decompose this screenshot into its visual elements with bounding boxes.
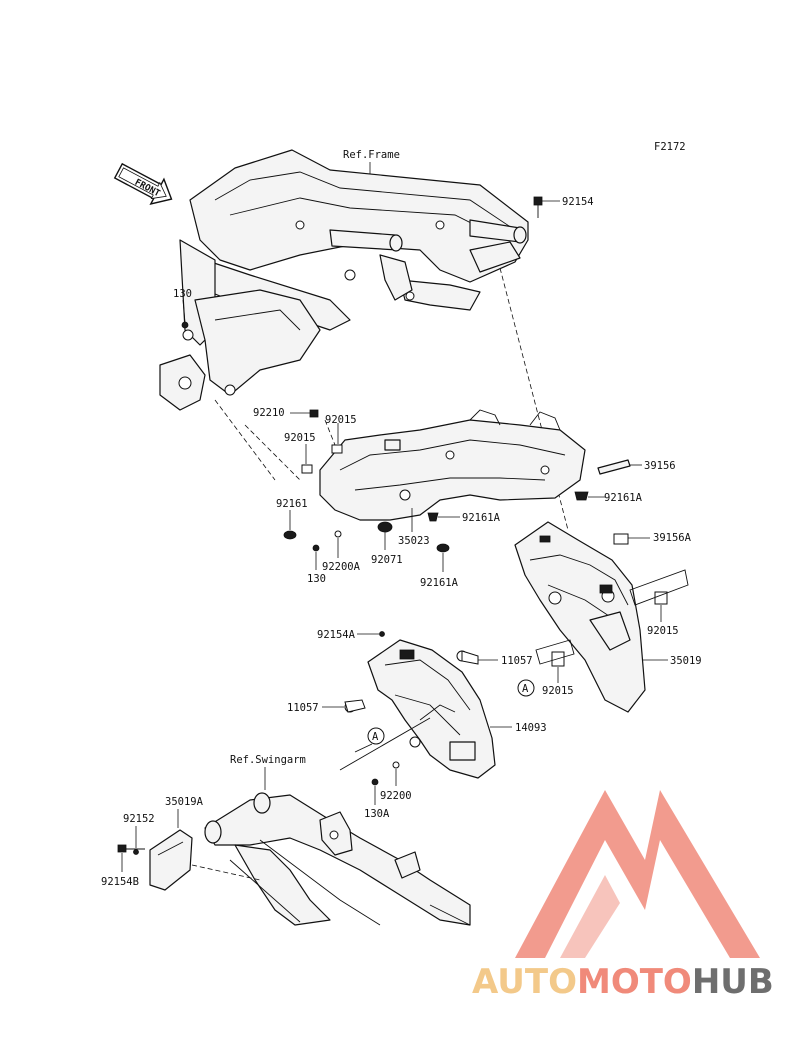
label-92161A-b: 92161A [420, 577, 459, 589]
clip-92161 [283, 530, 297, 540]
logo-text-auto: AUTO [472, 962, 577, 1002]
clip-92161A-b [436, 543, 450, 553]
clip-92161A-c [574, 491, 589, 501]
strip-39156 [597, 459, 631, 475]
bracket-11057-b [344, 699, 366, 713]
label-35023: 35023 [398, 535, 430, 547]
leader-130-top [182, 299, 186, 323]
washer-92200A [334, 530, 342, 538]
grommet-92015-c [654, 591, 668, 605]
washer-92200 [392, 761, 400, 769]
front-arrow-icon: FRONT [113, 162, 173, 205]
bolt-130-bottom [312, 544, 320, 552]
label-92015-b: 92015 [284, 432, 316, 444]
pad-39156A [613, 533, 629, 545]
label-92152: 92152 [123, 813, 155, 825]
clip-92161A-a [427, 512, 439, 522]
automotohub-logo: AUTOMOTOHUB [472, 790, 774, 1002]
label-92161: 92161 [276, 498, 308, 510]
screw-92154A [379, 631, 385, 637]
bolt-92154B [117, 844, 145, 853]
grommet-92015-b [301, 464, 313, 474]
label-130-top: 130 [173, 288, 192, 300]
label-92200A: 92200A [322, 561, 361, 573]
align-line-1 [244, 424, 301, 481]
bolt-130A [371, 778, 379, 786]
label-92071: 92071 [371, 554, 403, 566]
label-11057-b: 11057 [287, 702, 319, 714]
chain-guard-35019A [149, 829, 193, 891]
a-pointer-2 [354, 743, 373, 753]
label-92154A: 92154A [317, 629, 356, 641]
callout-a-right: A [517, 679, 535, 697]
label-92015-c: 92015 [647, 625, 679, 637]
nut-92210 [309, 409, 319, 418]
mudguard-14093 [367, 639, 496, 779]
screw-92152 [133, 849, 139, 855]
label-14093: 14093 [515, 722, 547, 734]
bracket-11057-a [456, 650, 479, 665]
logo-text-moto: MOTO [577, 962, 692, 1002]
align-line-5 [191, 864, 261, 881]
callout-a-left: A [367, 727, 385, 745]
swingarm [204, 792, 471, 926]
label-92161A-a: 92161A [462, 512, 501, 524]
svg-text:AUTOMOTOHUB: AUTOMOTOHUB [472, 962, 774, 1002]
inner-fender-35023 [319, 409, 586, 521]
collar-92071 [377, 521, 393, 533]
align-line-4 [214, 399, 276, 481]
assist-plane [629, 569, 689, 606]
rear-frame [159, 149, 529, 411]
label-92154B: 92154B [101, 876, 139, 888]
bolt-130-top [181, 321, 189, 329]
svg-text:A: A [522, 683, 529, 695]
logo-text-hub: HUB [692, 962, 774, 1002]
diagram-code: F2172 [654, 141, 686, 153]
label-39156: 39156 [644, 460, 676, 472]
label-92015-d: 92015 [542, 685, 574, 697]
label-35019A: 35019A [165, 796, 204, 808]
label-11057-a: 11057 [501, 655, 533, 667]
svg-text:A: A [372, 731, 379, 743]
label-92161A-c: 92161A [604, 492, 643, 504]
label-92210: 92210 [253, 407, 285, 419]
bolt-92154-top [533, 196, 543, 218]
label-92154-top: 92154 [562, 196, 594, 208]
label-92015-a: 92015 [325, 414, 357, 426]
a-pointer-1 [339, 717, 431, 771]
ref-swingarm-label: Ref.Swingarm [230, 754, 306, 766]
label-35019: 35019 [670, 655, 702, 667]
label-39156A: 39156A [653, 532, 692, 544]
label-130A: 130A [364, 808, 390, 820]
assist-plane-2 [535, 639, 575, 665]
grommet-92015-a [331, 444, 343, 454]
label-130-bottom: 130 [307, 573, 326, 585]
rear-fender-35019 [514, 521, 646, 713]
label-92200: 92200 [380, 790, 412, 802]
ref-frame-label: Ref.Frame [343, 149, 400, 161]
